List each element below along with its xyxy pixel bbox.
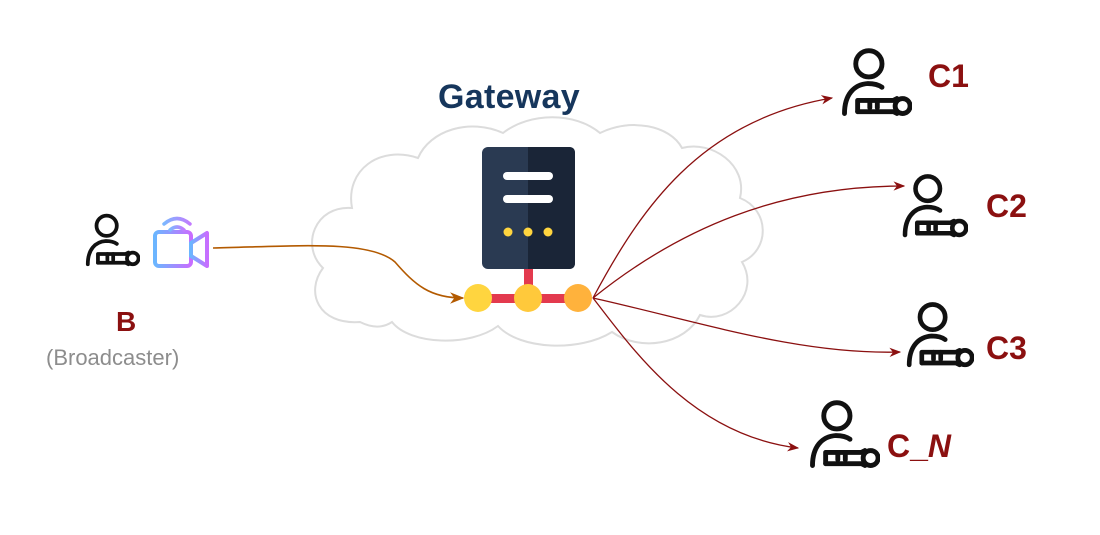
server-icon: [482, 147, 575, 269]
client-c1-label: C1: [928, 58, 969, 94]
client-c1-user-key-icon: [845, 51, 911, 114]
link-cn: [592, 297, 800, 452]
client-cn-user-key-icon: [813, 403, 879, 466]
client-c3-label: C3: [986, 330, 1027, 366]
wifi-signal-icon: [162, 216, 192, 232]
client-cn-label: C_N: [887, 428, 951, 465]
link-c2: [592, 181, 906, 299]
client-cn-label-prefix: C_: [887, 428, 928, 464]
network-node-icon: [464, 269, 592, 312]
client-cn-label-italic: N: [927, 428, 952, 464]
broadcaster-user-key-icon: [85, 213, 140, 267]
broadcast-link: [212, 244, 465, 304]
video-camera-icon: [153, 230, 209, 268]
client-c2-user-key-icon: [905, 176, 966, 235]
client-c3-user-key-icon: [909, 305, 972, 365]
gateway-title: Gateway: [438, 78, 580, 116]
link-c1: [592, 95, 834, 299]
broadcaster-sublabel: (Broadcaster): [46, 345, 180, 370]
broadcaster-label: B: [116, 306, 137, 337]
link-c3: [592, 297, 902, 357]
client-c2-label: C2: [986, 188, 1027, 224]
